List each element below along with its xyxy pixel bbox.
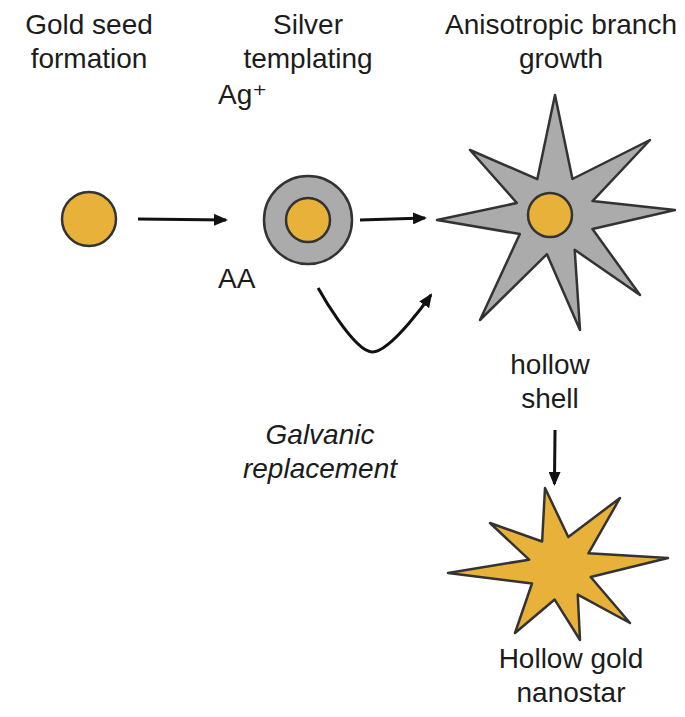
shell-label: hollow shell (495, 348, 605, 416)
silver-coated-seed: Silver templating (262, 174, 354, 266)
reagent-label: Ag⁺ (218, 78, 267, 112)
reaction-arrow (318, 288, 431, 352)
reagent-label: AA (218, 262, 255, 296)
gold-seed-outline (60, 190, 118, 248)
particle-circle (62, 192, 116, 246)
stage-heading: Silver templating (216, 8, 400, 76)
particle-circle (264, 176, 352, 264)
stage-heading: Gold seed formation (9, 8, 169, 76)
gold-nanostar: Hollow gold nanostar (445, 486, 673, 646)
gold-seed: Gold seed formation (60, 190, 118, 248)
star-shape (437, 95, 675, 330)
stage-heading: Anisotropic branch growth (441, 8, 681, 76)
product-label: Hollow gold nanostar (473, 642, 669, 710)
reaction-arrow (360, 218, 425, 220)
silver-coated-seed-outline (262, 174, 354, 266)
silver-nanostar: Anisotropic branch growthhollow shell (435, 92, 677, 422)
star-shape (448, 488, 668, 640)
reaction-arrow (138, 219, 226, 220)
particle-circle (528, 193, 572, 237)
reaction-arrow (553, 430, 557, 484)
particle-circle (286, 198, 330, 242)
gold-nanostar-outline (445, 486, 673, 646)
edge-label: Galvanic replacement (240, 418, 400, 486)
